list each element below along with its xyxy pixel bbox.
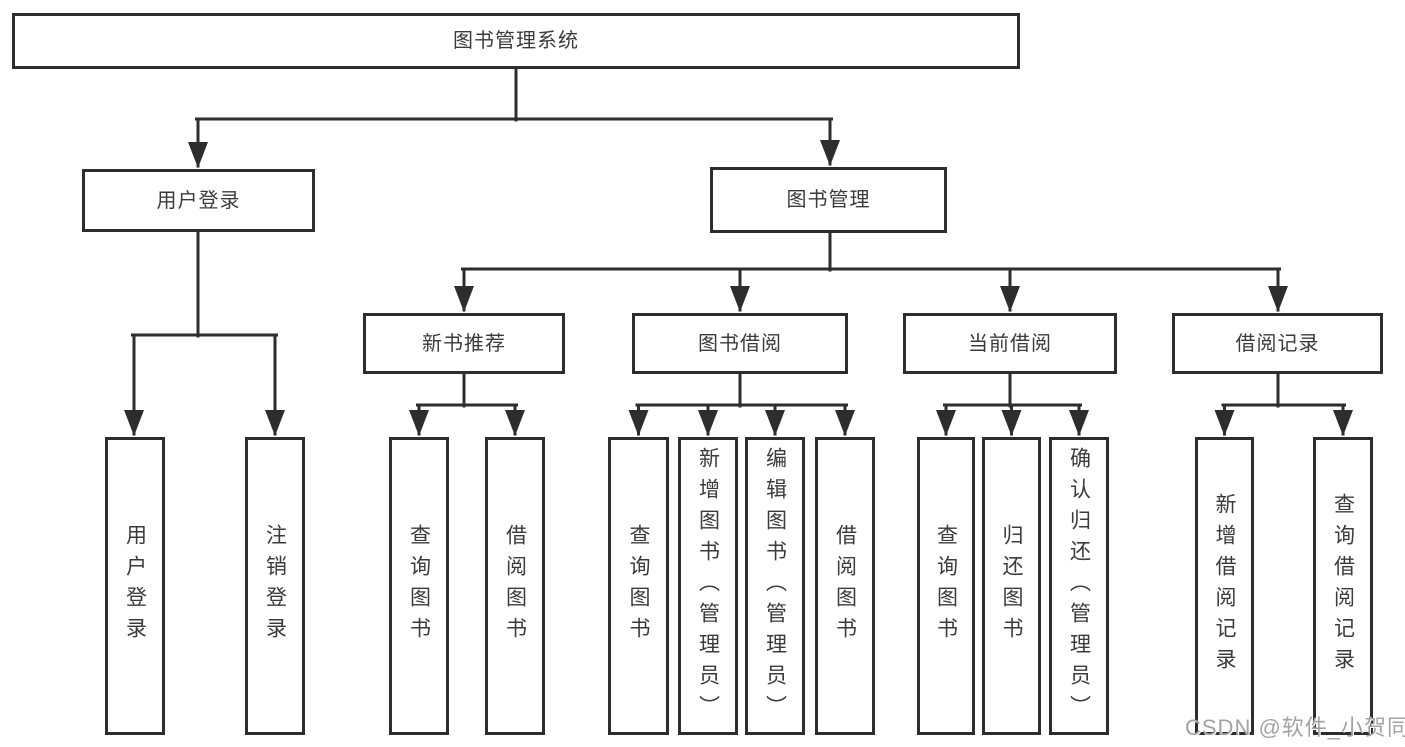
leaf-query-books-2: 查询图书 bbox=[608, 437, 669, 735]
leaf-add-books-admin-label: 新增图书（管理员） bbox=[696, 446, 720, 726]
leaf-query-books-1-label: 查询图书 bbox=[407, 524, 431, 648]
node-user-login: 用户登录 bbox=[82, 169, 315, 232]
leaf-query-borrow-record-label: 查询借阅记录 bbox=[1331, 493, 1355, 679]
leaf-add-books-admin: 新增图书（管理员） bbox=[678, 437, 738, 735]
node-borrow-records: 借阅记录 bbox=[1172, 313, 1383, 374]
node-book-borrow: 图书借阅 bbox=[632, 313, 848, 374]
leaf-borrow-books-1: 借阅图书 bbox=[485, 437, 545, 735]
leaf-query-books-3: 查询图书 bbox=[917, 437, 975, 735]
leaf-query-borrow-record: 查询借阅记录 bbox=[1313, 437, 1373, 735]
leaf-edit-books-admin: 编辑图书（管理员） bbox=[745, 437, 805, 735]
node-current-borrow: 当前借阅 bbox=[903, 313, 1117, 374]
leaf-logout-label: 注销登录 bbox=[263, 524, 287, 648]
leaf-edit-books-admin-label: 编辑图书（管理员） bbox=[763, 446, 787, 726]
leaf-borrow-books-2-label: 借阅图书 bbox=[833, 524, 857, 648]
leaf-add-borrow-record-label: 新增借阅记录 bbox=[1213, 493, 1236, 679]
leaf-user-login-label: 用户登录 bbox=[123, 524, 147, 648]
leaf-query-books-1: 查询图书 bbox=[389, 437, 449, 735]
leaf-query-books-2-label: 查询图书 bbox=[627, 524, 650, 648]
leaf-return-books-label: 归还图书 bbox=[1000, 524, 1023, 648]
leaf-user-login: 用户登录 bbox=[105, 437, 165, 735]
node-library-system: 图书管理系统 bbox=[12, 13, 1020, 69]
leaf-confirm-return-admin: 确认归还（管理员） bbox=[1049, 437, 1109, 735]
node-book-management: 图书管理 bbox=[710, 167, 947, 233]
node-new-book-recommend: 新书推荐 bbox=[363, 313, 565, 374]
leaf-add-borrow-record: 新增借阅记录 bbox=[1195, 437, 1254, 735]
leaf-confirm-return-admin-label: 确认归还（管理员） bbox=[1067, 446, 1091, 726]
leaf-return-books: 归还图书 bbox=[982, 437, 1041, 735]
leaf-borrow-books-1-label: 借阅图书 bbox=[503, 524, 527, 648]
leaf-borrow-books-2: 借阅图书 bbox=[815, 437, 875, 735]
leaf-logout: 注销登录 bbox=[245, 437, 305, 735]
csdn-watermark: CSDN @软件_小贺同学 bbox=[1185, 715, 1405, 740]
leaf-query-books-3-label: 查询图书 bbox=[934, 524, 958, 648]
